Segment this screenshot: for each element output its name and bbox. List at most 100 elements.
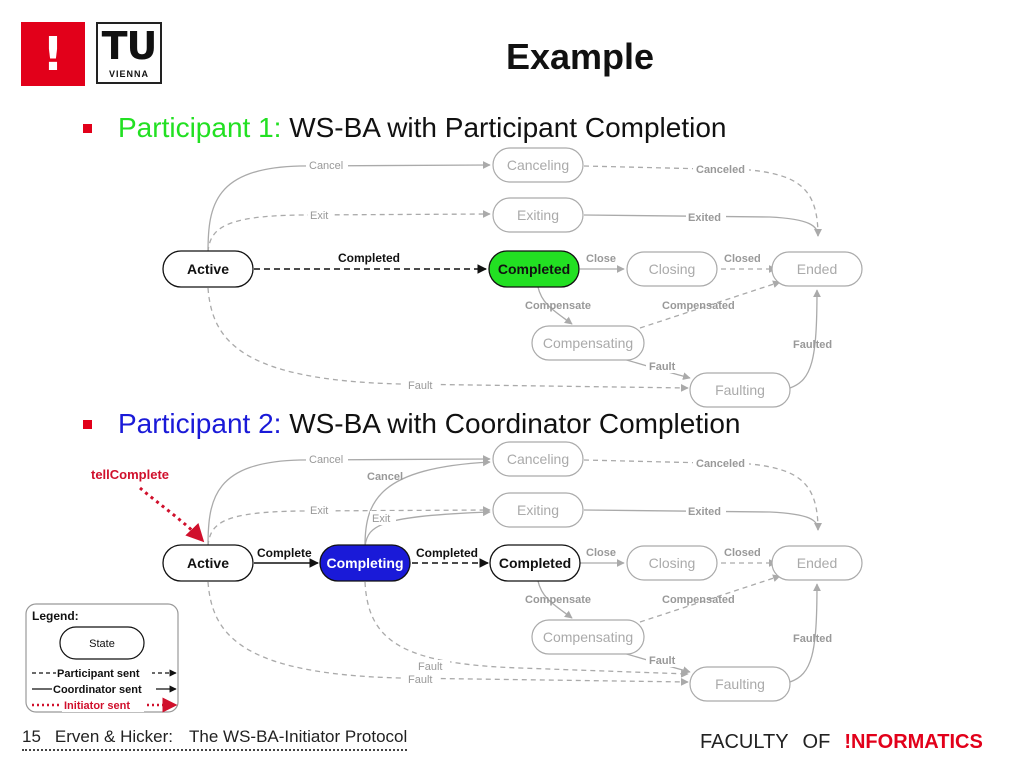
slide-title: Example <box>505 36 655 77</box>
legend-initiator: Initiator sent <box>64 700 130 712</box>
faculty-logo: FACULTY OF !NFORMATICS <box>700 731 983 754</box>
edge-label-close-1: Close <box>586 253 616 265</box>
svg-text:Exiting: Exiting <box>517 502 559 518</box>
edge-faulted-1 <box>789 289 821 389</box>
edge-label-fault-comp-2: Fault <box>649 655 676 667</box>
svg-text:Exiting: Exiting <box>517 207 559 223</box>
tu-red-logo: ! <box>21 22 85 86</box>
edge-label-cancel-1: Cancel <box>309 160 343 172</box>
svg-text:Ended: Ended <box>797 555 837 571</box>
edge-label-exited-2: Exited <box>688 506 721 518</box>
edge-canceled-2 <box>583 459 822 531</box>
edge-label-exit-2: Exit <box>310 505 328 517</box>
state-canceling-2: Canceling <box>492 441 584 477</box>
section-label-2: Participant 2: <box>118 408 282 439</box>
edge-label-closed-2: Closed <box>724 547 761 559</box>
edge-label-fault-1: Fault <box>408 380 432 392</box>
edge-label-cancel-2: Cancel <box>309 454 343 466</box>
edge-cancel-2 <box>207 455 491 547</box>
edge-label-compensated-2: Compensated <box>662 594 735 606</box>
edge-label-closed-1: Closed <box>724 253 761 265</box>
svg-text:Active: Active <box>187 555 229 571</box>
svg-text:Closing: Closing <box>649 555 696 571</box>
section-heading-1: Participant 1: WS-BA with Participant Co… <box>118 112 726 144</box>
edge-label-compensated-1: Compensated <box>662 300 735 312</box>
edge-exited-1 <box>583 214 822 237</box>
svg-text:Canceling: Canceling <box>507 157 569 173</box>
bullet-1 <box>83 124 92 133</box>
state-active-2: Active <box>162 544 254 582</box>
state-ended-1: Ended <box>771 251 863 287</box>
edge-label-canceled-2: Canceled <box>696 458 745 470</box>
edge-label-tell-complete: tellComplete <box>91 467 169 482</box>
edge-compensated-2 <box>639 574 781 623</box>
edge-label-exit2-2: Exit <box>372 513 390 525</box>
logo-exclaim: ! <box>42 27 64 81</box>
section-label-1: Participant 1: <box>118 112 282 143</box>
legend-participant: Participant sent <box>57 668 140 680</box>
edge-label-exited-1: Exited <box>688 212 721 224</box>
diagram-1: Cancel Exit Canceled Exited Close Closed… <box>162 147 863 408</box>
edge-compensate-1 <box>537 286 573 325</box>
svg-text:Faulting: Faulting <box>715 676 765 692</box>
faculty-word: FACULTY <box>700 731 789 753</box>
svg-text:Ended: Ended <box>797 261 837 277</box>
edge-label-fault-comp-1: Fault <box>649 361 676 373</box>
section-text-2: WS-BA with Coordinator Completion <box>281 408 741 439</box>
edge-label-faulted-2: Faulted <box>793 633 832 645</box>
edge-label-fault-2: Fault <box>408 674 432 686</box>
logo-vienna-text: VIENNA <box>108 69 149 79</box>
legend-coordinator: Coordinator sent <box>53 684 142 696</box>
edge-exited-2 <box>583 509 822 531</box>
edge-compensated-1 <box>639 280 781 329</box>
svg-text:Compensating: Compensating <box>543 629 633 645</box>
state-canceling-1: Canceling <box>492 147 584 183</box>
state-exiting-1: Exiting <box>492 197 584 233</box>
tu-vienna-logo: TU VIENNA <box>96 22 162 84</box>
edge-compensate-2 <box>537 580 573 619</box>
state-closing-1: Closing <box>626 251 718 287</box>
faculty-informatics: !NFORMATICS <box>844 731 983 753</box>
state-completed-1: Completed <box>488 250 580 288</box>
state-active-1: Active <box>162 250 254 288</box>
section-text-1: WS-BA with Participant Completion <box>281 112 727 143</box>
edge-label-compensate-1: Compensate <box>525 300 591 312</box>
edge-label-completed-2: Completed <box>416 546 478 560</box>
edge-cancel-1 <box>207 161 491 253</box>
svg-text:Completing: Completing <box>327 555 404 571</box>
svg-text:Completed: Completed <box>498 261 570 277</box>
section-heading-2: Participant 2: WS-BA with Coordinator Co… <box>118 408 741 440</box>
edge-exit-1 <box>207 210 491 253</box>
state-completing-2: Completing <box>319 544 411 582</box>
edge-faulted-2 <box>789 583 821 683</box>
edge-canceled-1 <box>583 165 822 237</box>
legend-title: Legend: <box>32 609 79 623</box>
edge-fault2-2 <box>364 581 689 678</box>
edge-label-fault2-2: Fault <box>418 661 442 673</box>
state-compensating-2: Compensating <box>531 619 645 655</box>
svg-text:Faulting: Faulting <box>715 382 765 398</box>
state-faulting-1: Faulting <box>689 372 791 408</box>
edge-label-close-2: Close <box>586 547 616 559</box>
svg-text:Closing: Closing <box>649 261 696 277</box>
svg-text:Canceling: Canceling <box>507 451 569 467</box>
edge-label-exit-1: Exit <box>310 210 328 222</box>
state-faulting-2: Faulting <box>689 666 791 702</box>
legend-state: State <box>89 638 115 650</box>
svg-text:Compensating: Compensating <box>543 335 633 351</box>
diagram-2: Cancel Cancel Exit Exit Canceled Exited … <box>91 441 863 702</box>
edge-fault-2 <box>207 581 689 686</box>
state-exiting-2: Exiting <box>492 492 584 528</box>
legend: Legend: State Participant sent Coordinat… <box>25 603 179 713</box>
svg-text:Active: Active <box>187 261 229 277</box>
edge-label-completed-1: Completed <box>338 251 400 265</box>
state-ended-2: Ended <box>771 545 863 581</box>
edge-cancel2-2 <box>364 458 491 547</box>
edge-tell-complete <box>139 486 205 543</box>
edge-label-cancel2-2: Cancel <box>367 471 403 483</box>
footer-authors: Erven & Hicker: <box>54 727 174 746</box>
state-completed-2: Completed <box>489 544 581 582</box>
page-number: 15 <box>22 727 41 746</box>
faculty-of: OF <box>802 731 831 753</box>
